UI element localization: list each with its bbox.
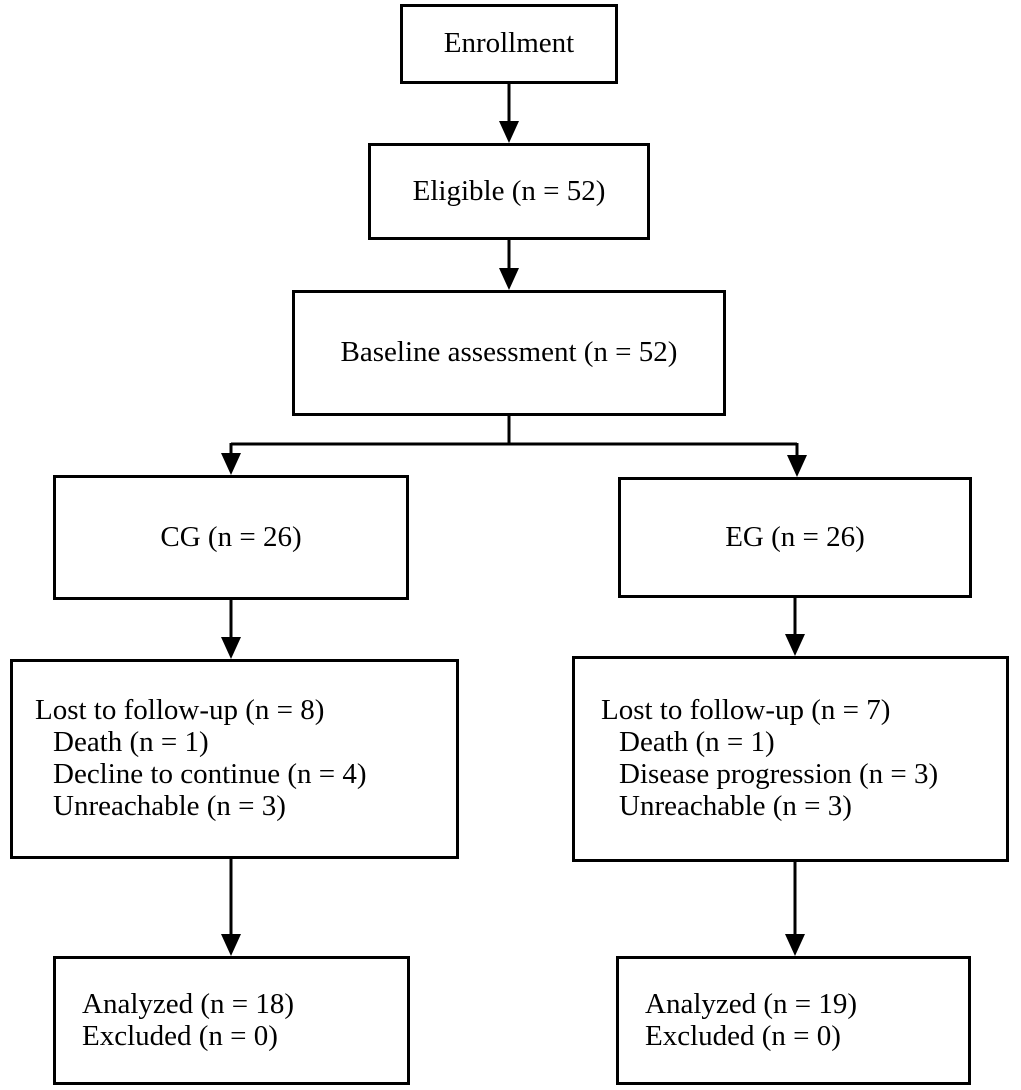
eg-lost-title: Lost to follow-up (n = 7) xyxy=(601,694,891,727)
eligible-box: Eligible (n = 52) xyxy=(368,143,650,240)
cg-lost-title: Lost to follow-up (n = 8) xyxy=(35,694,325,727)
eg-excluded: Excluded (n = 0) xyxy=(645,1019,841,1052)
cg-lost-item-decline: Decline to continue (n = 4) xyxy=(53,758,367,790)
arrowhead-cg-lost-to-cg-result xyxy=(221,934,241,956)
eg-lost-item-death: Death (n = 1) xyxy=(619,726,775,759)
eg-lost-item-unreachable: Unreachable (n = 3) xyxy=(619,789,852,822)
enrollment-box: Enrollment xyxy=(400,4,618,84)
arrowhead-cg-to-cg-lost xyxy=(221,637,241,659)
baseline-assessment-box: Baseline assessment (n = 52) xyxy=(292,290,726,416)
eligible-label: Eligible (n = 52) xyxy=(412,174,606,207)
arrowhead-eligible-to-baseline xyxy=(499,268,519,290)
cg-analyzed: Analyzed (n = 18) xyxy=(82,987,295,1020)
arrowhead-eg-to-eg-lost xyxy=(785,634,805,656)
eg-box: EG (n = 26) xyxy=(618,477,972,598)
eg-label: EG (n = 26) xyxy=(725,520,865,553)
cg-label: CG (n = 26) xyxy=(160,520,302,553)
cg-lost-item-unreachable: Unreachable (n = 3) xyxy=(53,789,286,822)
arrowhead-enrollment-to-eligible xyxy=(499,121,519,143)
cg-excluded: Excluded (n = 0) xyxy=(82,1019,278,1052)
cg-lost-item-death: Death (n = 1) xyxy=(53,726,209,759)
arrowhead-eg-lost-to-eg-result xyxy=(785,934,805,956)
eg-lost-item-disease-progression: Disease progression (n = 3) xyxy=(619,758,939,790)
cg-box: CG (n = 26) xyxy=(53,475,409,600)
baseline-assessment-label: Baseline assessment (n = 52) xyxy=(340,336,678,369)
cg-analysis-box: Analyzed (n = 18) Excluded (n = 0) xyxy=(53,956,410,1085)
cg-lost-to-follow-up-box: Lost to follow-up (n = 8) Death (n = 1) … xyxy=(10,659,459,859)
eg-lost-to-follow-up-box: Lost to follow-up (n = 7) Death (n = 1) … xyxy=(572,656,1009,862)
arrowhead-split-to-eg xyxy=(787,455,807,477)
eg-analyzed: Analyzed (n = 19) xyxy=(645,987,858,1020)
arrowhead-split-to-cg xyxy=(221,453,241,475)
enrollment-label: Enrollment xyxy=(443,27,575,60)
eg-analysis-box: Analyzed (n = 19) Excluded (n = 0) xyxy=(616,956,971,1085)
